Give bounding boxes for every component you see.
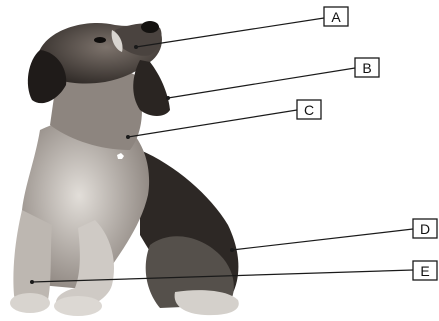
label-e-text: E <box>420 263 429 279</box>
dog-nose <box>141 21 159 33</box>
label-b: B <box>355 58 379 77</box>
label-a: A <box>324 7 348 26</box>
label-a-text: A <box>331 9 341 25</box>
dog-right-ear <box>133 60 170 116</box>
label-c: C <box>297 100 321 119</box>
label-b-text: B <box>362 60 371 76</box>
dog-eye <box>94 37 106 43</box>
label-d-text: D <box>420 221 430 237</box>
label-d: D <box>413 219 437 238</box>
dog-front-right-paw <box>54 296 102 316</box>
leader-line-d <box>230 229 413 252</box>
dog-front-left-paw <box>10 293 50 313</box>
leader-line-a <box>134 18 324 49</box>
label-c-text: C <box>304 102 314 118</box>
dog-illustration <box>10 21 239 316</box>
label-e: E <box>413 261 437 280</box>
leader-line-b <box>166 68 355 100</box>
